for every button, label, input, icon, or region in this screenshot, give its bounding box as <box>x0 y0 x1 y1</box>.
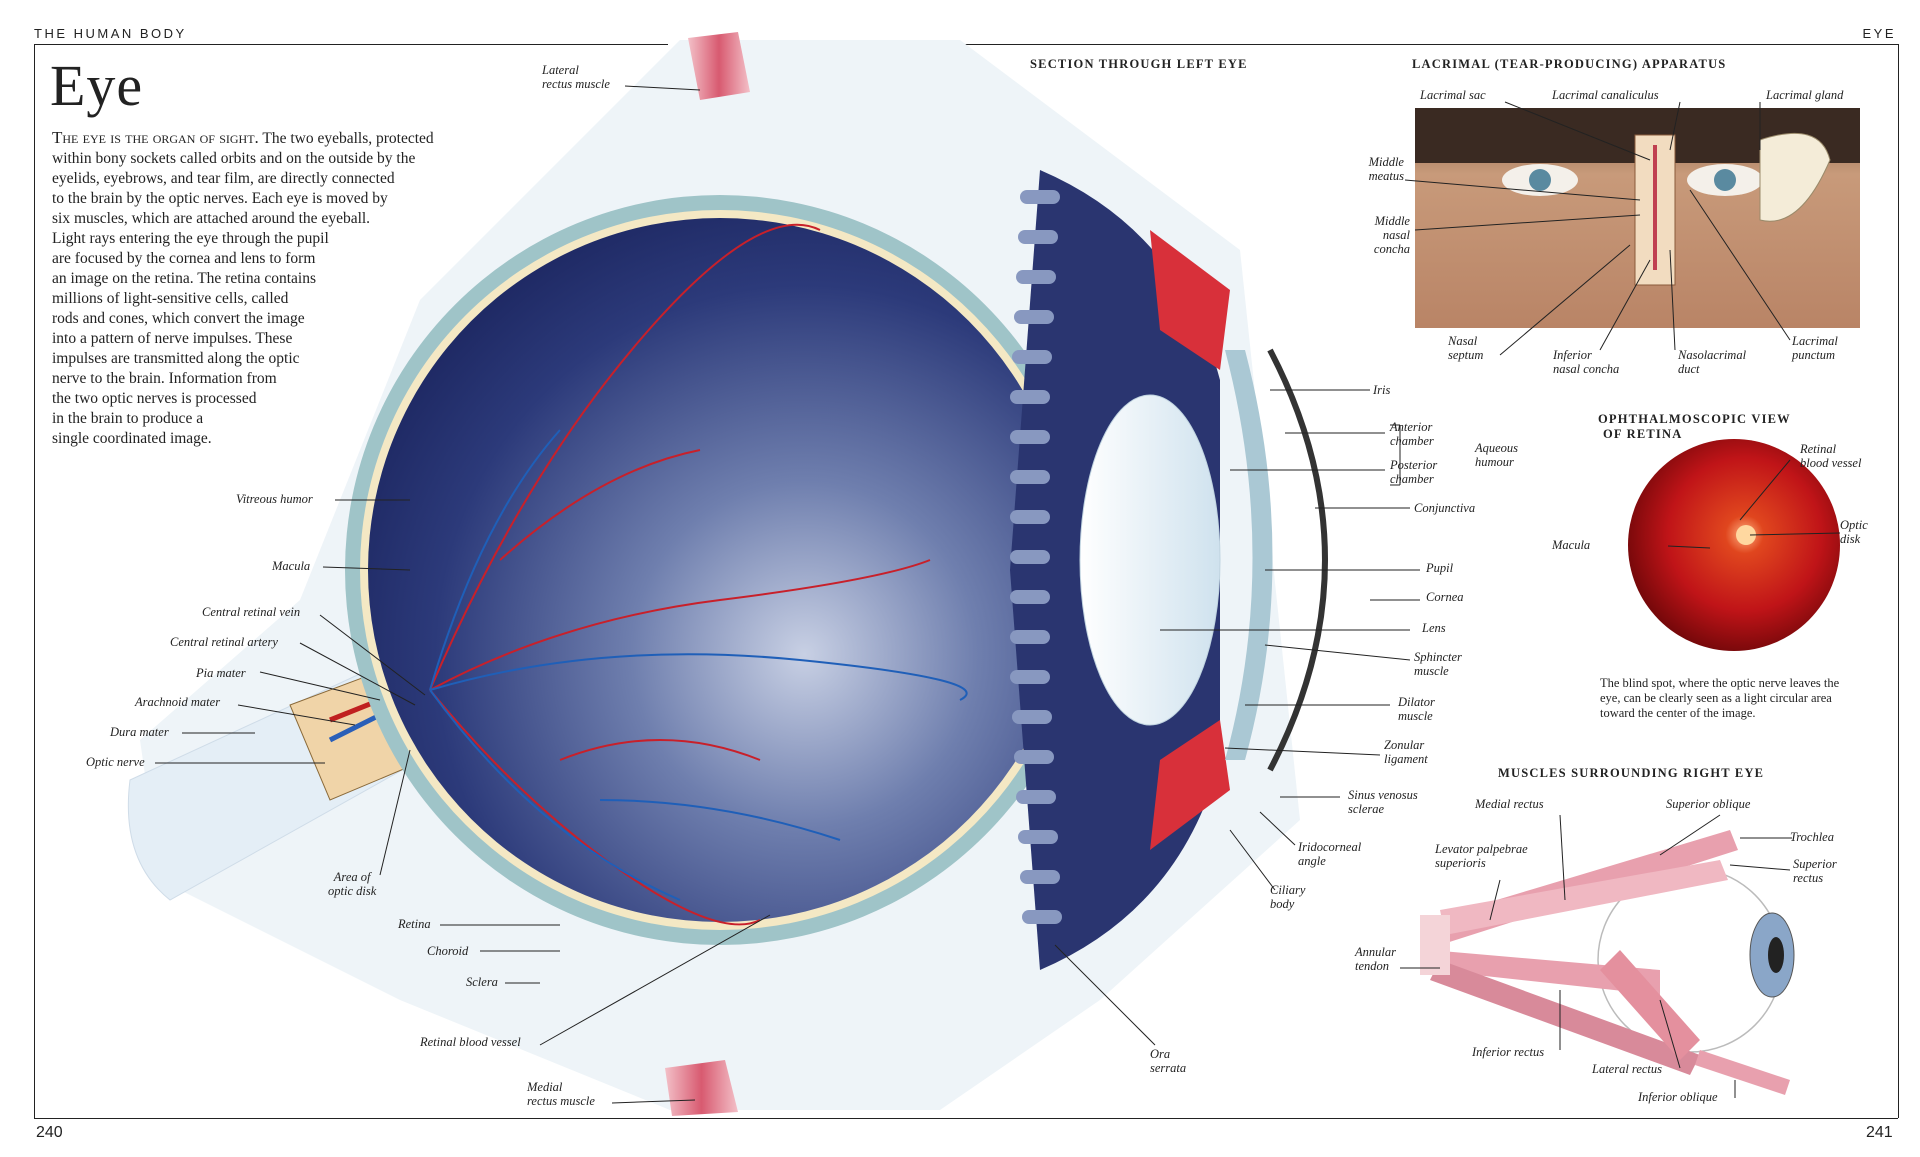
page-title: Eye <box>50 53 144 118</box>
iris-tissue <box>1225 350 1273 760</box>
label-lens: Lens <box>1422 621 1446 635</box>
label-lacrimal-canaliculus: Lacrimal canaliculus <box>1552 88 1659 102</box>
running-header-left: THE HUMAN BODY <box>34 26 187 41</box>
retina-optic-disk <box>1736 525 1756 545</box>
section-lacrimal-heading: LACRIMAL (TEAR-PRODUCING) APPARATUS <box>1412 57 1727 71</box>
label-trochlea: Trochlea <box>1790 830 1834 844</box>
label-cornea: Cornea <box>1426 590 1464 604</box>
header-rule-right <box>918 44 1898 45</box>
label-lacrimal-gland: Lacrimal gland <box>1766 88 1844 102</box>
label-conjunctiva: Conjunctiva <box>1414 501 1476 515</box>
label-optic-nerve: Optic nerve <box>86 755 145 769</box>
page-number-right: 241 <box>1866 1124 1893 1141</box>
ciliary-muscle-lower <box>1150 720 1230 850</box>
section-muscles-heading: MUSCLES SURROUNDING RIGHT EYE <box>1498 766 1765 780</box>
label-lacrimal-sac: Lacrimal sac <box>1420 88 1486 102</box>
label-vitreous-humor: Vitreous humor <box>236 492 313 506</box>
ora-serrata-ridges <box>1010 190 1062 924</box>
label-central-retinal-artery: Central retinal artery <box>170 635 278 649</box>
retina-view-disc <box>1628 439 1840 651</box>
intro-lead: The eye is the organ of sight. <box>52 128 259 147</box>
crystalline-lens <box>1079 394 1221 726</box>
retina-caption: The blind spot, where the optic nerve le… <box>1600 676 1840 720</box>
right-iris-photo <box>1529 169 1551 191</box>
label-central-retinal-vein: Central retinal vein <box>202 605 301 619</box>
vitreous-humor-body <box>368 218 1072 922</box>
header-rule-left <box>34 44 668 45</box>
label-dura-mater: Dura mater <box>110 725 169 739</box>
label-inferior-rectus: Inferior rectus <box>1472 1045 1545 1059</box>
label-arachnoid-mater: Arachnoid mater <box>135 695 221 709</box>
label-inferior-oblique: Inferior oblique <box>1638 1090 1718 1104</box>
medial-rectus-illustration <box>665 1060 738 1116</box>
label-medial-rectus-muscle: Medial rectus <box>1475 797 1544 811</box>
footer-rule <box>34 1118 1898 1119</box>
lateral-rectus-illustration <box>688 32 750 100</box>
page-border-right <box>1898 44 1899 1118</box>
right-eye-pupil-drawing <box>1768 937 1784 973</box>
section-main-heading: SECTION THROUGH LEFT EYE <box>1030 57 1248 71</box>
retinal-veins <box>429 429 968 901</box>
cornea-surface <box>1267 348 1328 772</box>
label-macula-view: Macula <box>1552 538 1591 552</box>
page-border-left <box>34 44 35 1118</box>
section-retina-heading-1: OPHTHALMOSCOPIC VIEW <box>1598 412 1791 426</box>
page-number-left: 240 <box>36 1124 63 1141</box>
label-sclera: Sclera <box>466 975 498 989</box>
label-superior-oblique: Superior oblique <box>1666 797 1751 811</box>
label-pia-mater: Pia mater <box>196 666 246 680</box>
lacrimal-gland-drawing <box>1759 132 1831 222</box>
label-lateral-rectus-muscle: Lateral rectus <box>1592 1062 1663 1076</box>
intro-text: The eye is the organ of sight. The two e… <box>52 128 434 447</box>
label-pupil: Pupil <box>1426 561 1454 575</box>
running-header-right: EYE <box>1862 26 1896 41</box>
label-retinal-blood-vessel: Retinal blood vessel <box>420 1035 521 1049</box>
left-iris-photo <box>1714 169 1736 191</box>
label-iris: Iris <box>1373 383 1391 397</box>
label-leader-lines <box>155 85 1841 1104</box>
extraocular-muscles <box>1420 830 1790 1095</box>
label-retina: Retina <box>398 917 431 931</box>
label-macula: Macula <box>272 559 311 573</box>
ciliary-muscle-upper <box>1150 230 1230 370</box>
label-choroid: Choroid <box>427 944 469 958</box>
section-retina-heading-2: OF RETINA <box>1603 427 1683 441</box>
